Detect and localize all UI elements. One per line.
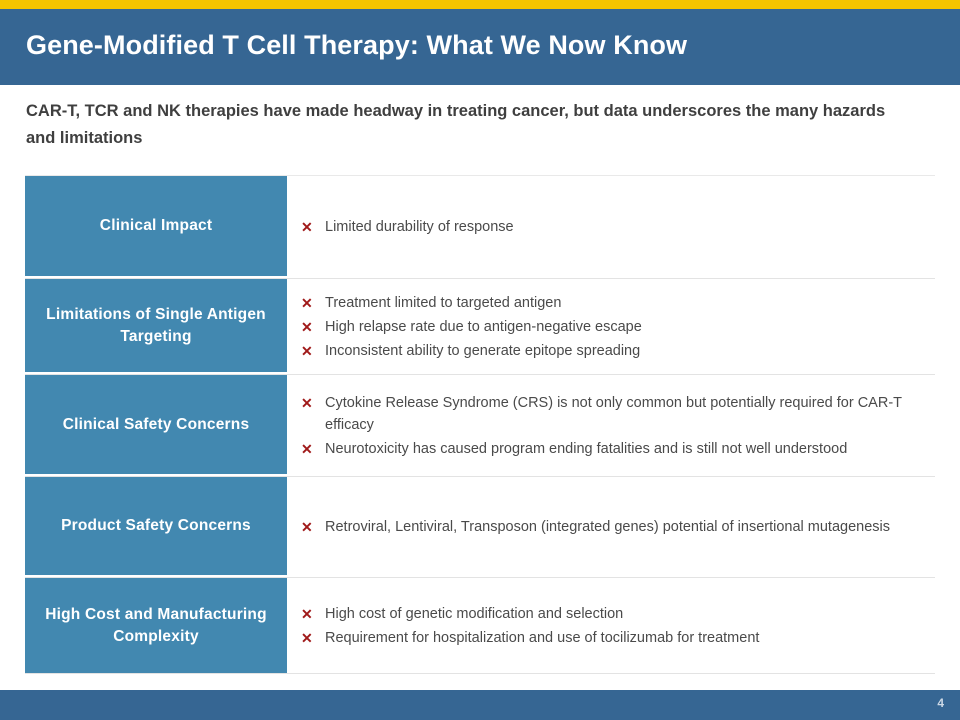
- cross-icon: ✕: [301, 318, 313, 335]
- list-item: ✕ High relapse rate due to antigen-negat…: [301, 316, 921, 338]
- list-item-text: High cost of genetic modification and se…: [325, 605, 624, 622]
- row-content-clinical-safety: ✕ Cytokine Release Syndrome (CRS) is not…: [287, 375, 935, 476]
- list-item-text: Inconsistent ability to generate epitope…: [325, 342, 641, 359]
- cross-icon: ✕: [301, 629, 313, 646]
- list-item: ✕ Treatment limited to targeted antigen: [301, 292, 921, 314]
- page-number: 4: [937, 696, 944, 710]
- list-item: ✕ Requirement for hospitalization and us…: [301, 627, 921, 649]
- slide-header-bar: [0, 9, 960, 85]
- table-row: Clinical Safety Concerns ✕ Cytokine Rele…: [25, 375, 935, 477]
- row-content-antigen-targeting: ✕ Treatment limited to targeted antigen …: [287, 279, 935, 374]
- cross-icon: ✕: [301, 294, 313, 311]
- top-accent-bar: [0, 0, 960, 9]
- slide-subtitle: CAR-T, TCR and NK therapies have made he…: [26, 102, 886, 147]
- list-item-text: Retroviral, Lentiviral, Transposon (inte…: [325, 519, 891, 535]
- list-item: ✕ Limited durability of response: [301, 216, 921, 238]
- row-label-clinical-impact: Clinical Impact: [25, 176, 287, 278]
- table-row: Limitations of Single Antigen Targeting …: [25, 279, 935, 375]
- list-item-text: Neurotoxicity has caused program ending …: [325, 440, 848, 457]
- row-content-product-safety: ✕ Retroviral, Lentiviral, Transposon (in…: [287, 477, 935, 577]
- row-content-clinical-impact: ✕ Limited durability of response: [287, 176, 935, 278]
- row-label-product-safety: Product Safety Concerns: [25, 477, 287, 577]
- list-item: ✕ High cost of genetic modification and …: [301, 603, 921, 625]
- table-row: Clinical Impact ✕ Limited durability of …: [25, 175, 935, 279]
- list-item: ✕ Neurotoxicity has caused program endin…: [301, 438, 921, 460]
- cross-icon: ✕: [301, 394, 313, 411]
- slide-footer-bar: [0, 690, 960, 720]
- list-item-text: Cytokine Release Syndrome (CRS) is not o…: [325, 394, 902, 433]
- row-label-clinical-safety: Clinical Safety Concerns: [25, 375, 287, 476]
- list-item-text: High relapse rate due to antigen-negativ…: [325, 318, 642, 335]
- table-row: Product Safety Concerns ✕ Retroviral, Le…: [25, 477, 935, 578]
- cross-icon: ✕: [301, 605, 313, 622]
- row-label-antigen-targeting: Limitations of Single Antigen Targeting: [25, 279, 287, 374]
- table-row: High Cost and Manufacturing Complexity ✕…: [25, 578, 935, 674]
- cross-icon: ✕: [301, 342, 313, 359]
- hazards-table: Clinical Impact ✕ Limited durability of …: [25, 175, 935, 674]
- list-item-text: Requirement for hospitalization and use …: [325, 629, 760, 646]
- list-item-text: Limited durability of response: [325, 219, 514, 235]
- list-item: ✕ Retroviral, Lentiviral, Transposon (in…: [301, 516, 921, 538]
- list-item: ✕ Inconsistent ability to generate epito…: [301, 340, 921, 362]
- list-item-text: Treatment limited to targeted antigen: [325, 294, 562, 311]
- list-item: ✕ Cytokine Release Syndrome (CRS) is not…: [301, 392, 921, 436]
- cross-icon: ✕: [301, 219, 313, 235]
- cross-icon: ✕: [301, 519, 313, 535]
- row-label-high-cost: High Cost and Manufacturing Complexity: [25, 578, 287, 673]
- page-title: Gene-Modified T Cell Therapy: What We No…: [26, 30, 688, 60]
- row-content-high-cost: ✕ High cost of genetic modification and …: [287, 578, 935, 673]
- cross-icon: ✕: [301, 440, 313, 457]
